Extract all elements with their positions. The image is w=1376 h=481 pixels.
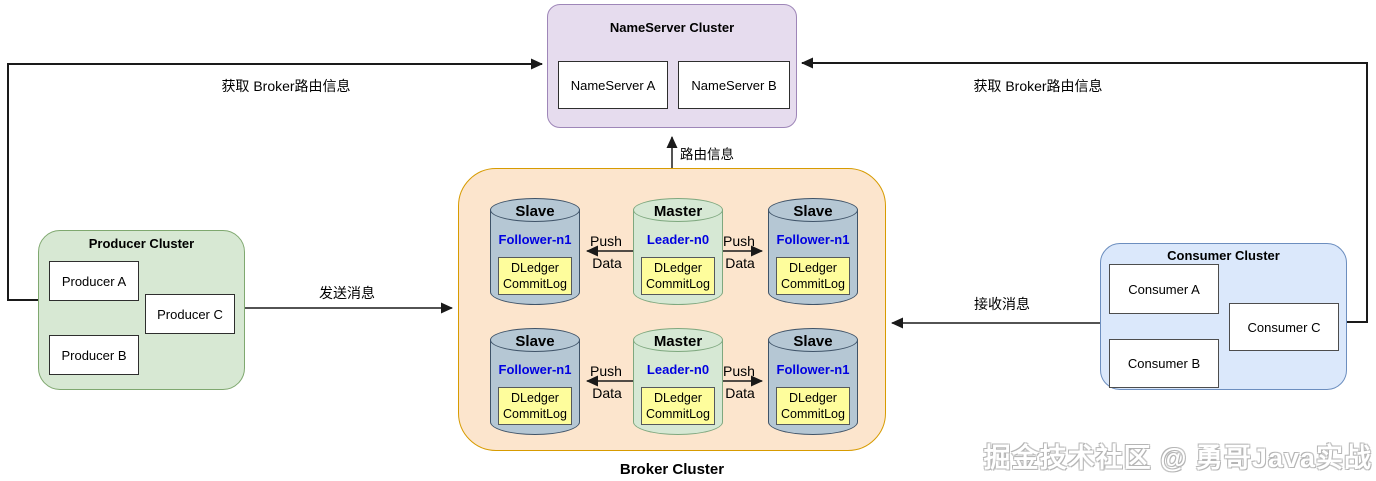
send-message-label: 发送消息: [319, 285, 375, 301]
broker-node-name: Follower-n1: [776, 232, 850, 247]
broker-slave-cylinder: Slave Follower-n1 DLedger CommitLog: [490, 328, 580, 435]
broker-master-cylinder: Master Leader-n0 DLedger CommitLog: [633, 198, 723, 305]
nameserver-cluster-title: NameServer Cluster: [609, 20, 735, 35]
consumer-a-node: Consumer A: [1109, 264, 1219, 314]
broker-cluster-title: Broker Cluster: [619, 461, 725, 478]
fetch-route-left-label: 获取 Broker路由信息: [221, 78, 351, 94]
broker-slave-cylinder: Slave Follower-n1 DLedger CommitLog: [768, 198, 858, 305]
broker-node-name: Leader-n0: [646, 362, 710, 377]
producer-c-node: Producer C: [145, 294, 235, 334]
dledger-commitlog-box: DLedger CommitLog: [776, 257, 850, 295]
broker-role-label: Slave: [793, 333, 833, 350]
nameserver-a-node: NameServer A: [558, 61, 668, 109]
broker-role-label: Slave: [515, 333, 555, 350]
broker-role-label: Slave: [515, 203, 555, 220]
push-label: Push: [590, 233, 622, 249]
broker-master-cylinder: Master Leader-n0 DLedger CommitLog: [633, 328, 723, 435]
data-label: Data: [592, 385, 622, 401]
producer-cluster-title: Producer Cluster: [88, 236, 195, 251]
consumer-cluster-title: Consumer Cluster: [1167, 248, 1280, 263]
push-label: Push: [723, 363, 755, 379]
fetch-route-right-label: 获取 Broker路由信息: [973, 78, 1103, 94]
broker-node-name: Leader-n0: [646, 232, 710, 247]
consumer-cluster: Consumer Cluster Consumer A Consumer C C…: [1100, 243, 1347, 390]
broker-node-name: Follower-n1: [498, 362, 572, 377]
producer-a-node: Producer A: [49, 261, 139, 301]
broker-role-label: Slave: [793, 203, 833, 220]
consumer-c-node: Consumer C: [1229, 303, 1339, 351]
consumer-b-node: Consumer B: [1109, 339, 1219, 388]
dledger-commitlog-box: DLedger CommitLog: [641, 387, 715, 425]
cylinder-top: [768, 328, 858, 352]
producer-b-node: Producer B: [49, 335, 139, 375]
broker-slave-cylinder: Slave Follower-n1 DLedger CommitLog: [490, 198, 580, 305]
cylinder-top: [633, 198, 723, 222]
route-info-label: 路由信息: [680, 147, 734, 162]
dledger-commitlog-box: DLedger CommitLog: [498, 387, 572, 425]
watermark-text: 掘金技术社区 @ 勇哥Java实战: [983, 443, 1372, 473]
dledger-commitlog-box: DLedger CommitLog: [498, 257, 572, 295]
broker-node-name: Follower-n1: [776, 362, 850, 377]
data-label: Data: [725, 255, 755, 271]
broker-slave-cylinder: Slave Follower-n1 DLedger CommitLog: [768, 328, 858, 435]
nameserver-cluster: NameServer Cluster NameServer A NameServ…: [547, 4, 797, 128]
data-label: Data: [592, 255, 622, 271]
broker-role-label: Master: [653, 333, 703, 350]
dledger-commitlog-box: DLedger CommitLog: [641, 257, 715, 295]
cylinder-top: [633, 328, 723, 352]
data-label: Data: [725, 385, 755, 401]
cylinder-top: [490, 328, 580, 352]
receive-message-label: 接收消息: [974, 296, 1030, 312]
producer-cluster: Producer Cluster Producer A Producer C P…: [38, 230, 245, 390]
push-label: Push: [590, 363, 622, 379]
push-label: Push: [723, 233, 755, 249]
broker-node-name: Follower-n1: [498, 232, 572, 247]
dledger-commitlog-box: DLedger CommitLog: [776, 387, 850, 425]
nameserver-b-node: NameServer B: [678, 61, 790, 109]
broker-role-label: Master: [653, 203, 703, 220]
